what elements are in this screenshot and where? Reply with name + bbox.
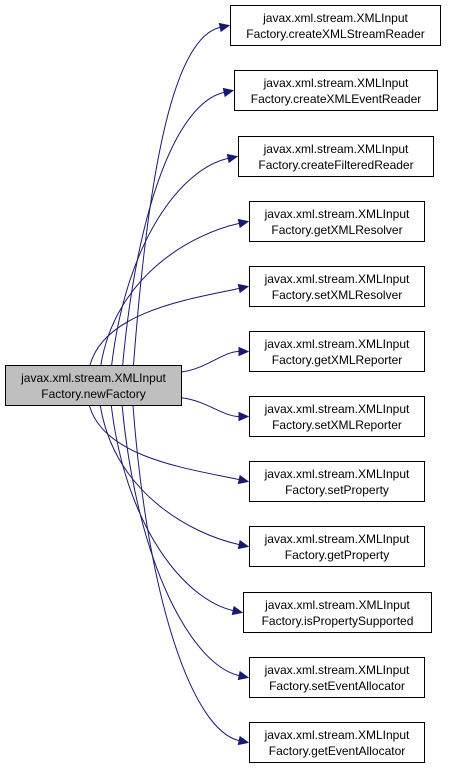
target-node-get-event-allocator[interactable]: javax.xml.stream.XMLInput Factory.getEve… (249, 722, 425, 763)
target-node-line1: javax.xml.stream.XMLInput (264, 662, 410, 677)
arrowhead-icon (238, 346, 250, 357)
target-node-line1: javax.xml.stream.XMLInput (265, 597, 410, 612)
target-node-line2: Factory.getXMLResolver (271, 222, 403, 237)
arrowhead-icon (231, 605, 244, 616)
source-node-line1: javax.xml.stream.XMLInput (21, 370, 166, 385)
target-node-line2: Factory.getXMLReporter (271, 352, 403, 367)
arrowhead-icon (237, 539, 250, 550)
arrowhead-icon (226, 153, 239, 164)
target-node-create-filtered-reader[interactable]: javax.xml.stream.XMLInput Factory.create… (238, 136, 434, 177)
target-node-line1: javax.xml.stream.XMLInput (264, 727, 410, 742)
target-node-line1: javax.xml.stream.XMLInput (263, 75, 409, 90)
call-edge (132, 405, 240, 742)
target-node-line2: Factory.createXMLEventReader (250, 91, 422, 106)
target-node-line1: javax.xml.stream.XMLInput (264, 466, 410, 481)
target-node-line2: Factory.getEventAllocator (268, 743, 406, 758)
target-node-line1: javax.xml.stream.XMLInput (264, 531, 410, 546)
target-node-is-property-supported[interactable]: javax.xml.stream.XMLInput Factory.isProp… (243, 592, 432, 633)
target-node-get-xml-resolver[interactable]: javax.xml.stream.XMLInput Factory.getXML… (249, 201, 425, 242)
target-node-set-property[interactable]: javax.xml.stream.XMLInput Factory.setPro… (249, 461, 425, 502)
arrowhead-icon (218, 22, 231, 33)
target-node-line2: Factory.setXMLReporter (272, 417, 402, 432)
target-node-line1: javax.xml.stream.XMLInput (264, 271, 410, 286)
arrowhead-icon (238, 411, 250, 422)
target-node-line1: javax.xml.stream.XMLInput (263, 10, 408, 25)
target-node-line2: Factory.createXMLStreamReader (246, 26, 425, 41)
target-node-line2: Factory.createFilteredReader (258, 157, 414, 172)
arrowhead-icon (237, 735, 250, 746)
target-node-line1: javax.xml.stream.XMLInput (263, 141, 409, 156)
call-edge (100, 222, 240, 366)
call-edge (89, 287, 240, 366)
arrowhead-icon (222, 87, 235, 98)
target-node-line1: javax.xml.stream.XMLInput (264, 336, 410, 351)
target-node-get-xml-reporter[interactable]: javax.xml.stream.XMLInput Factory.getXML… (249, 331, 425, 372)
call-edge (99, 405, 240, 546)
target-node-set-event-allocator[interactable]: javax.xml.stream.XMLInput Factory.setEve… (249, 657, 425, 698)
call-edge (181, 397, 240, 417)
arrowhead-icon (237, 218, 250, 229)
source-node-line2: Factory.newFactory (41, 386, 146, 401)
call-edge (110, 405, 234, 612)
arrowhead-icon (237, 474, 250, 485)
call-edge (89, 405, 240, 481)
arrowhead-icon (237, 670, 250, 681)
target-node-line2: Factory.isPropertySupported (261, 613, 414, 628)
call-edge (181, 351, 240, 373)
source-node[interactable]: javax.xml.stream.XMLInput Factory.newFac… (5, 365, 182, 406)
target-node-create-xml-event-reader[interactable]: javax.xml.stream.XMLInput Factory.create… (234, 70, 438, 111)
target-node-get-property[interactable]: javax.xml.stream.XMLInput Factory.getPro… (249, 526, 425, 567)
target-node-line1: javax.xml.stream.XMLInput (264, 401, 410, 416)
target-node-line2: Factory.getProperty (284, 547, 390, 562)
target-node-set-xml-resolver[interactable]: javax.xml.stream.XMLInput Factory.setXML… (249, 266, 425, 307)
arrowhead-icon (237, 283, 250, 294)
call-edge (111, 157, 229, 366)
target-node-line2: Factory.setEventAllocator (269, 678, 405, 693)
target-node-line2: Factory.setProperty (285, 482, 389, 497)
target-node-set-xml-reporter[interactable]: javax.xml.stream.XMLInput Factory.setXML… (249, 396, 425, 437)
target-node-line2: Factory.setXMLResolver (271, 287, 403, 302)
call-edge (133, 26, 221, 366)
call-edge (122, 91, 225, 366)
target-node-line1: javax.xml.stream.XMLInput (264, 206, 410, 221)
target-node-create-xml-stream-reader[interactable]: javax.xml.stream.XMLInput Factory.create… (230, 5, 441, 46)
call-edge (121, 405, 240, 677)
